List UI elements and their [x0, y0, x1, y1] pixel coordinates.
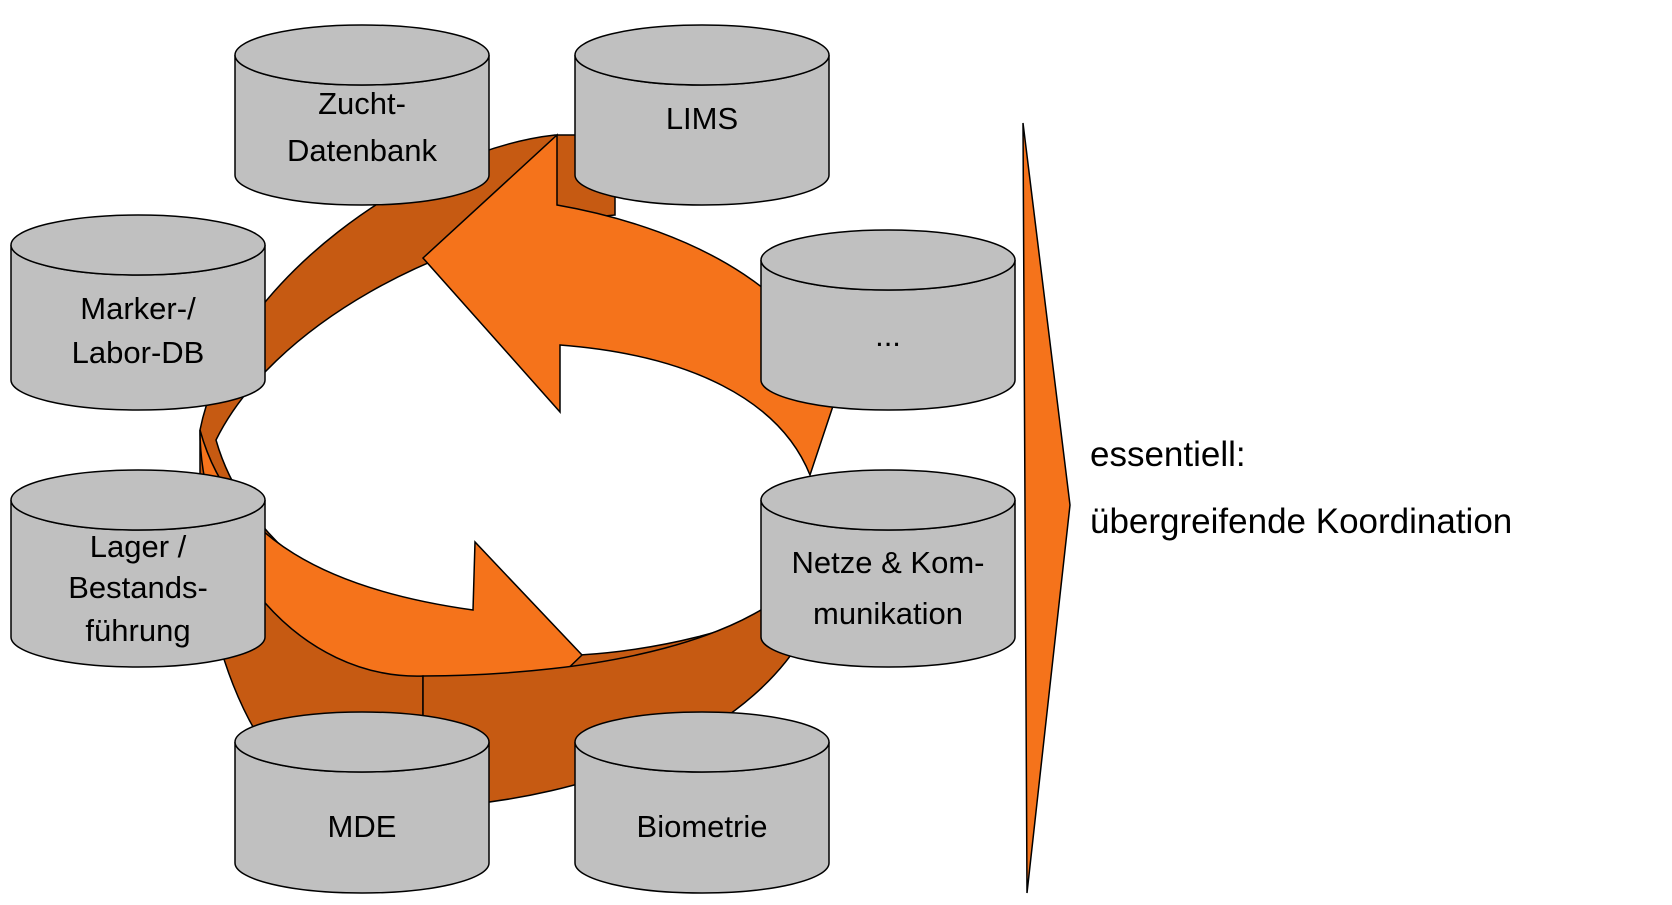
cylinder-top	[234, 711, 490, 773]
database-label: Datenbank	[287, 133, 437, 168]
database-lager: Lager / Bestands-führung	[10, 469, 266, 668]
cylinder-top	[10, 214, 266, 276]
conclusion-line-1: essentiell:	[1090, 435, 1246, 474]
database-label: munikation	[813, 596, 963, 631]
cylinder-top	[574, 711, 830, 773]
database-netze: Netze & Kom-munikation	[760, 469, 1016, 668]
database-marker: Marker-/ Labor-DB	[10, 214, 266, 411]
database-cylinders: Zucht- Datenbank LIMS Marker-/ Labor-DB... La…	[10, 24, 1016, 894]
database-label: führung	[85, 613, 190, 648]
cylinder-top	[574, 24, 830, 86]
database-label: Labor-DB	[72, 335, 205, 370]
database-label: Netze & Kom-	[792, 545, 985, 580]
cycle-arrows	[199, 133, 836, 810]
database-label: ...	[875, 318, 901, 353]
database-label: LIMS	[666, 101, 738, 136]
database-label: Biometrie	[637, 809, 768, 844]
cylinder-top	[760, 469, 1016, 531]
database-label: Marker-/	[80, 291, 196, 326]
database-other: ...	[760, 229, 1016, 411]
database-biometrie: Biometrie	[574, 711, 830, 894]
database-label: Zucht-	[318, 86, 406, 121]
cylinder-top	[10, 469, 266, 531]
database-zucht: Zucht- Datenbank	[234, 24, 490, 206]
conclusion-line-2: übergreifende Koordination	[1090, 502, 1513, 541]
database-mde: MDE	[234, 711, 490, 894]
cylinder-top	[234, 24, 490, 86]
database-label: Lager /	[90, 529, 187, 564]
cylinder-top	[760, 229, 1016, 291]
coordination-chevron	[1022, 122, 1071, 894]
database-label: MDE	[328, 809, 397, 844]
database-lims: LIMS	[574, 24, 830, 206]
database-label: Bestands-	[68, 570, 208, 605]
